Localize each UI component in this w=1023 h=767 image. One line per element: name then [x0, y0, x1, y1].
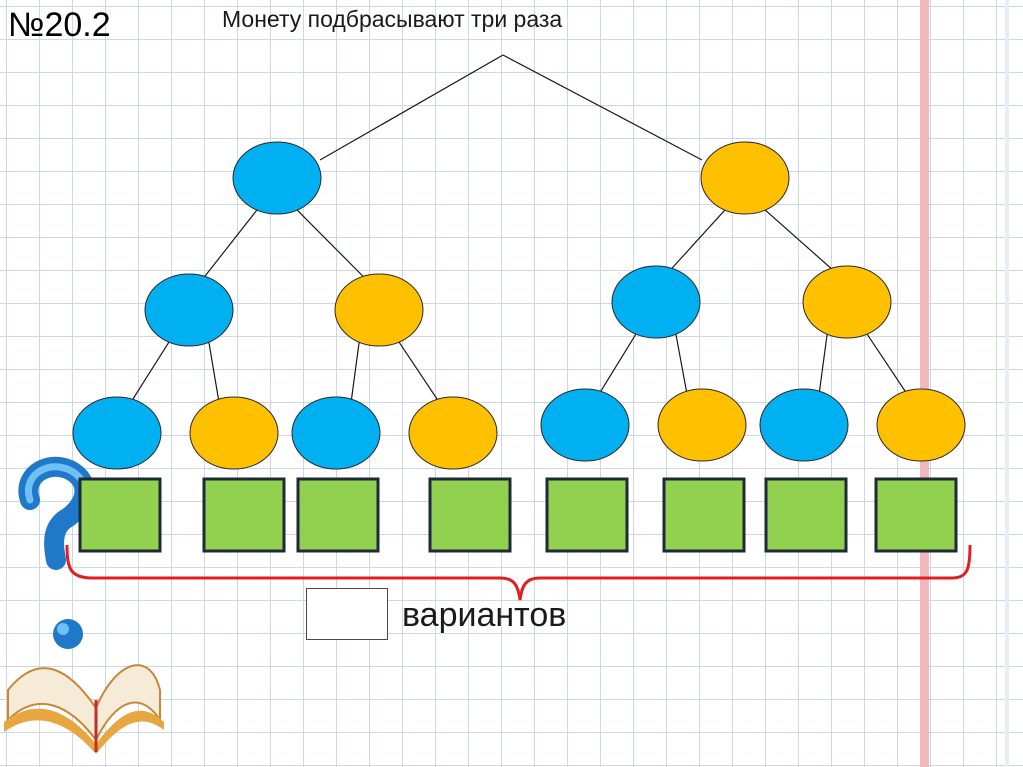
answer-label: вариантов	[402, 596, 567, 634]
page-edge	[1005, 0, 1009, 767]
heads-node	[759, 388, 849, 462]
outcome-box[interactable]	[545, 477, 629, 553]
tree-nodes	[72, 141, 966, 470]
tree-root	[319, 54, 703, 161]
heads-node	[540, 388, 630, 462]
tree-edge	[670, 209, 726, 270]
tree-edge	[764, 209, 832, 270]
tails-node	[700, 141, 790, 215]
heads-node	[144, 273, 234, 347]
task-number: №20.2	[8, 6, 111, 44]
heads-node	[611, 265, 701, 339]
tails-node	[334, 273, 424, 347]
tree-edge	[350, 341, 360, 400]
outcome-box[interactable]	[296, 477, 380, 553]
tree-edge	[208, 341, 220, 400]
tails-node	[408, 396, 498, 470]
tails-node	[802, 265, 892, 339]
tree-edge	[398, 341, 439, 401]
heads-node	[291, 396, 381, 470]
heads-node	[232, 141, 322, 215]
heads-node	[72, 396, 162, 470]
answer-input-box[interactable]	[306, 588, 388, 640]
grouping-brace	[65, 544, 972, 601]
problem-title: Монету подбрасывают три раза	[222, 6, 563, 32]
outcome-box[interactable]	[428, 477, 512, 553]
notebook-margin-line	[920, 0, 929, 767]
outcome-boxes	[78, 477, 958, 553]
question-book-icon	[4, 456, 164, 754]
outcome-box[interactable]	[764, 477, 848, 553]
tails-node	[189, 396, 279, 470]
tree-edge	[131, 341, 170, 401]
tree-edge	[599, 333, 637, 393]
tree-edge	[675, 333, 688, 392]
outcome-box[interactable]	[874, 477, 958, 553]
tails-node	[657, 388, 747, 462]
outcome-box[interactable]	[78, 477, 162, 553]
outcome-box[interactable]	[662, 477, 746, 553]
tree-edge	[296, 209, 365, 278]
tree-edge	[203, 209, 258, 278]
tails-node	[876, 388, 966, 462]
tree-edge	[818, 333, 828, 392]
tree-edges	[131, 209, 907, 401]
outcome-box[interactable]	[202, 477, 286, 553]
tree-edge	[866, 333, 907, 393]
